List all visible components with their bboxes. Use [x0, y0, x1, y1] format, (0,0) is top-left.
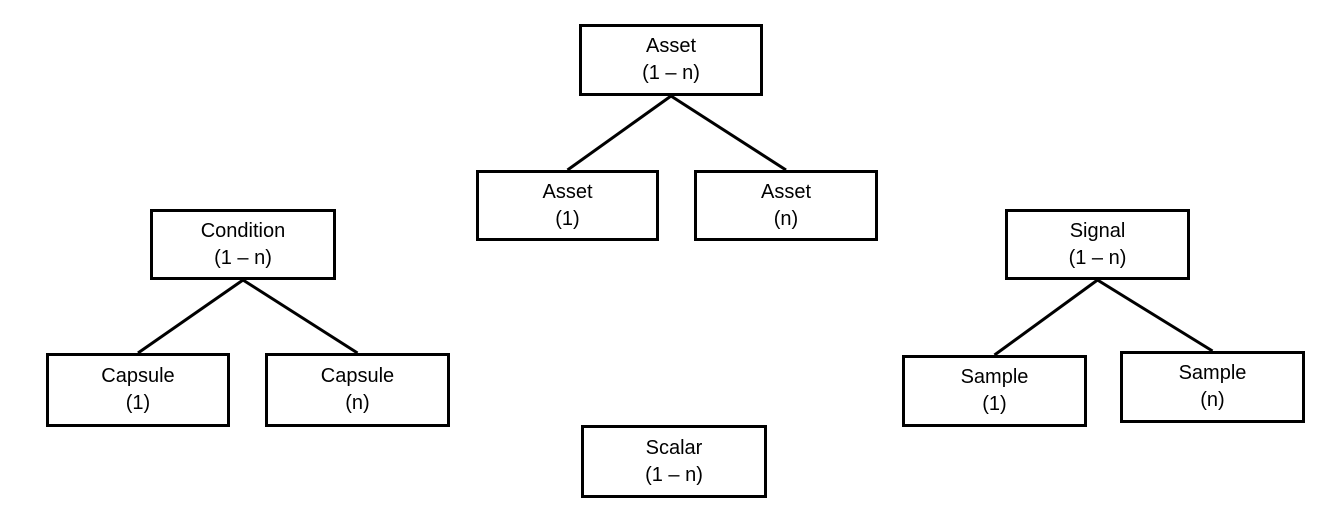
node-label: Asset	[760, 180, 812, 203]
node-label: Condition	[200, 219, 286, 242]
diagram-node-capsule-n: Capsule (n)	[265, 353, 450, 427]
connector-condition-root-capsule-n	[242, 278, 359, 355]
diagram-node-condition-root: Condition (1 – n)	[150, 209, 336, 280]
node-label: Signal	[1069, 219, 1126, 242]
connector-signal-root-sample-n	[1096, 278, 1214, 353]
node-cardinality: (1)	[555, 207, 580, 230]
node-cardinality: (n)	[773, 207, 799, 230]
diagram-node-asset-root: Asset (1 – n)	[579, 24, 763, 96]
node-label: Asset	[645, 35, 697, 57]
node-label: Sample	[960, 366, 1029, 388]
node-cardinality: (1)	[982, 393, 1007, 415]
node-cardinality: (1)	[125, 392, 151, 414]
node-cardinality: (n)	[1200, 389, 1225, 411]
connector-asset-root-asset-n	[670, 94, 787, 172]
diagram-node-asset-n: Asset (n)	[694, 170, 878, 241]
node-label: Capsule	[101, 365, 175, 387]
node-cardinality: (1 – n)	[642, 62, 700, 84]
diagram-node-asset-1: Asset (1)	[476, 170, 659, 241]
diagram-node-sample-n: Sample (n)	[1120, 351, 1305, 423]
diagram-node-sample-1: Sample (1)	[902, 355, 1087, 427]
node-cardinality: (1 – n)	[1068, 246, 1127, 269]
connector-signal-root-sample-1	[993, 278, 1099, 357]
node-label: Asset	[542, 180, 593, 203]
diagram-node-signal-root: Signal (1 – n)	[1005, 209, 1190, 280]
node-cardinality: (n)	[345, 392, 370, 414]
node-label: Sample	[1178, 362, 1247, 384]
connector-asset-root-asset-1	[566, 94, 672, 172]
node-cardinality: (1 – n)	[214, 246, 272, 269]
node-cardinality: (1 – n)	[645, 463, 703, 486]
node-label: Scalar	[645, 436, 703, 459]
diagram-node-scalar-root: Scalar (1 – n)	[581, 425, 767, 498]
connector-condition-root-capsule-1	[137, 278, 244, 355]
diagram-node-capsule-1: Capsule (1)	[46, 353, 230, 427]
node-label: Capsule	[320, 365, 395, 387]
